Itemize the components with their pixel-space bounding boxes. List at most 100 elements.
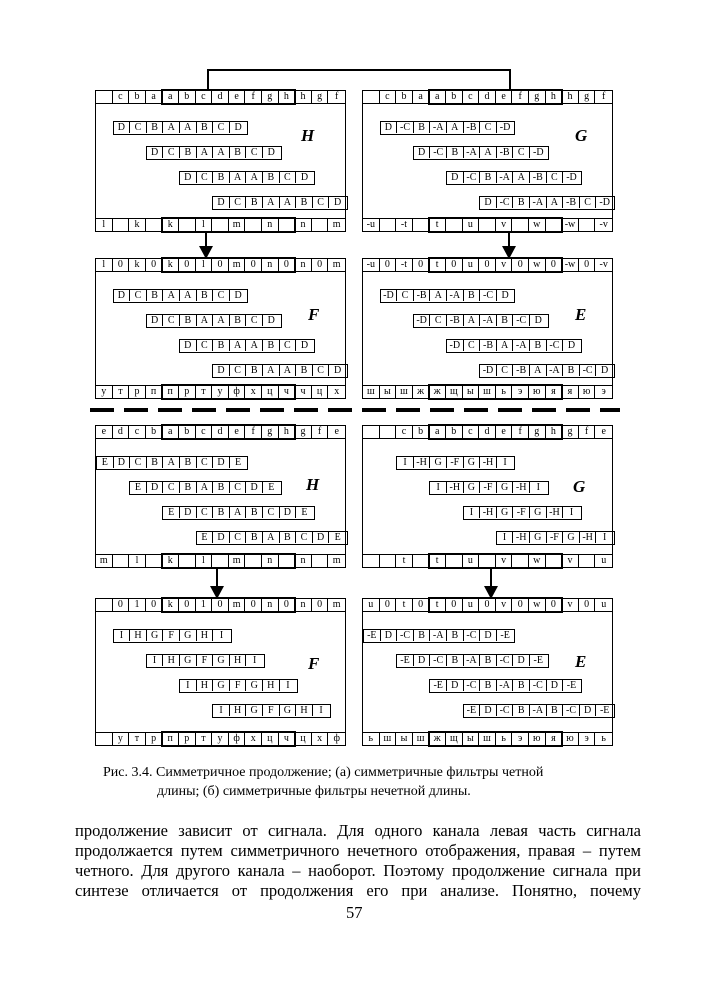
signal-cell: t [396, 555, 413, 567]
filter-coefficient: A [197, 315, 214, 326]
signal-cell [179, 219, 196, 231]
signal-cell: l [96, 259, 113, 271]
filter-coefficient: D [213, 197, 230, 208]
signal-cell [413, 219, 430, 231]
signal-cell: 0 [479, 259, 496, 271]
signal-cell: ц [262, 733, 279, 745]
signal-cell [146, 219, 163, 231]
filter-coefficient: D [414, 655, 431, 666]
signal-cell: v [562, 555, 579, 567]
filter-coefficient: -D [499, 122, 511, 133]
filter-coefficient: B [180, 482, 197, 493]
filter-coefficient: -C [563, 705, 580, 716]
panel-label: E [575, 305, 587, 324]
filter-coefficient: C [130, 457, 147, 468]
filter-coefficient: C [213, 290, 230, 301]
arrow-a-left-head [199, 246, 213, 259]
signal-cell: т [129, 733, 146, 745]
filter-coefficient: D [501, 290, 509, 301]
signal-cell: b [179, 426, 196, 438]
filter-coefficient: C [130, 122, 147, 133]
filter-coefficient: -A [447, 290, 464, 301]
signal-cell: g [262, 426, 279, 438]
filter-coefficient: -H [513, 532, 530, 543]
arrow-b-right-shaft [490, 567, 492, 586]
signal-cell: я [546, 386, 563, 398]
filter-coefficient: C [197, 340, 214, 351]
signal-cell: ь [496, 733, 513, 745]
filter-coefficient: I [114, 630, 131, 641]
filter-coefficient: B [414, 630, 431, 641]
signal-cell: щ [446, 733, 463, 745]
signal-cell: b [179, 91, 196, 103]
signal-cell: d [212, 426, 229, 438]
signal-cell: э [579, 733, 596, 745]
filter-coefficient: -H [580, 532, 597, 543]
filter-coefficient: G [180, 655, 197, 666]
filter-coefficient: B [263, 340, 280, 351]
filter-coefficient: B [296, 197, 313, 208]
dash-segment [294, 408, 318, 412]
signal-cell: c [196, 426, 213, 438]
signal-cell: ш [396, 386, 413, 398]
signal-cell: р [146, 733, 163, 745]
filter-coefficient: A [497, 340, 514, 351]
signal-cell: у [212, 733, 229, 745]
signal-cell: c [463, 426, 480, 438]
filter-coefficient: D [213, 532, 230, 543]
signal-cell: c [196, 91, 213, 103]
signal-cell: 0 [413, 599, 430, 611]
filter-coefficient: D [480, 705, 497, 716]
signal-cell: f [512, 426, 529, 438]
filter-coefficient: D [267, 315, 275, 326]
filter-coefficient: A [263, 365, 280, 376]
signal-cell: b [396, 91, 413, 103]
signal-cell [212, 219, 229, 231]
signal-cell: a [162, 91, 179, 103]
signal-cell: ы [463, 733, 480, 745]
filter-coefficient: G [530, 532, 547, 543]
signal-cell: 0 [279, 599, 296, 611]
filter-coefficient: -C [464, 630, 481, 641]
signal-cell [279, 555, 296, 567]
filter-coefficient: D [547, 680, 564, 691]
signal-cell: v [496, 259, 513, 271]
filter-coefficient: D [480, 197, 497, 208]
signal-cell: f [245, 91, 262, 103]
filter-coefficient: -C [547, 340, 564, 351]
signal-cell: k [129, 219, 146, 231]
filter-coefficient: -D [381, 290, 398, 301]
arrow-b-left-shaft [216, 567, 218, 586]
dash-segment [328, 408, 352, 412]
signal-cell: d [479, 91, 496, 103]
filter-coefficient: G [147, 630, 164, 641]
panel-label: F [308, 654, 320, 673]
filter-coefficient: I [503, 457, 507, 468]
filter-coefficient: C [513, 147, 530, 158]
filter-coefficient: G [530, 507, 547, 518]
filter-coefficient: C [197, 172, 214, 183]
signal-cell [363, 426, 380, 438]
signal-cell [380, 555, 397, 567]
filter-coefficient: -H [547, 507, 564, 518]
filter-coefficient: C [246, 315, 263, 326]
filter-coefficient: A [263, 197, 280, 208]
filter-coefficient: C [464, 340, 481, 351]
signal-cell: ы [380, 386, 397, 398]
filter-coefficient: C [197, 507, 214, 518]
filter-coefficient: B [513, 680, 530, 691]
filter-coefficient: A [213, 147, 230, 158]
filter-coefficient: D [480, 630, 497, 641]
filter-coefficient: B [480, 680, 497, 691]
signal-cell [446, 219, 463, 231]
panel-label: G [575, 126, 588, 145]
filter-coefficient: -D [447, 340, 464, 351]
signal-cell: g [562, 426, 579, 438]
signal-cell [512, 555, 529, 567]
